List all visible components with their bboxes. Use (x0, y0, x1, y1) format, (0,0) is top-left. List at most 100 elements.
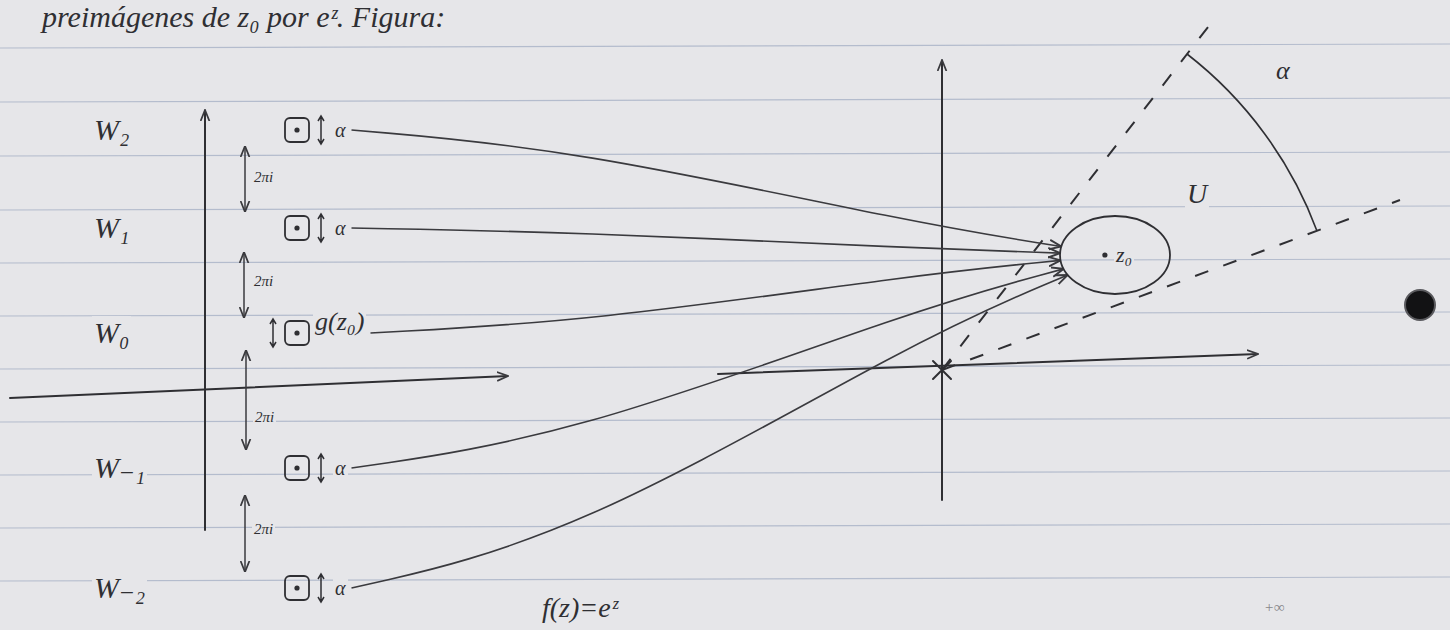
neighborhood-node: z₀ (1058, 214, 1172, 296)
x-axis (10, 376, 508, 398)
ruled-line (0, 98, 1450, 102)
label-anchor: α (1274, 56, 1292, 86)
spacer (147, 588, 283, 589)
region-label: W₀ (92, 316, 131, 351)
point-square (283, 116, 311, 144)
label-anchor: +∞ (1262, 598, 1287, 616)
ruled-line (0, 312, 1450, 316)
spacer (147, 468, 283, 469)
label-anchor: 2πi (252, 272, 275, 290)
point-dot (294, 465, 299, 470)
sector-rays (942, 18, 1400, 370)
mapping-arrow (352, 228, 1061, 253)
ruled-line (0, 418, 1450, 422)
double-arrow (270, 319, 276, 347)
angle-label: α (333, 217, 348, 240)
point-square (283, 319, 311, 347)
double-arrow (318, 214, 324, 242)
label-anchor: 2πi (253, 408, 276, 426)
size-tick (313, 451, 329, 485)
ruled-line (0, 44, 1450, 48)
mapping-arrow (352, 275, 1068, 588)
mapping-arrow (370, 260, 1060, 333)
double-arrow (318, 574, 324, 602)
function-label: f(z)=eᶻ (540, 592, 619, 624)
period-label: 2πi (253, 409, 276, 426)
dashed-ray (942, 18, 1215, 370)
period-label: 2πi (252, 169, 275, 186)
double-arrow (318, 116, 324, 144)
size-tick (313, 113, 329, 147)
label-anchor: 2πi (252, 520, 275, 538)
double-arrow (245, 350, 247, 450)
size-tick (313, 211, 329, 245)
region-node: W₂ α (92, 108, 348, 152)
label-anchor: f(z)=eᶻ (540, 592, 619, 624)
spacer (131, 333, 263, 334)
region-node: W₀g(z₀) (92, 311, 366, 355)
ruled-line (0, 206, 1450, 210)
period-label: 2πi (252, 521, 275, 538)
point-dot (294, 225, 299, 230)
mapping-arrow (352, 130, 1062, 246)
ruled-line (0, 524, 1450, 528)
point-square (283, 454, 311, 482)
spacer (131, 228, 283, 229)
note: +∞ (1262, 599, 1287, 616)
region-node: W₋₁ α (92, 446, 348, 490)
double-arrow (243, 252, 245, 318)
set-label: U (1185, 178, 1209, 210)
point-square (283, 574, 311, 602)
heading-anchor: preimágenes de z₀ por eᶻ. Figura: (40, 0, 447, 35)
region-label: W₁ (92, 211, 131, 246)
mapping-arrow (352, 269, 1064, 468)
ruled-line (0, 152, 1450, 156)
angle-label: α (1274, 56, 1292, 86)
angle-label: α (333, 119, 348, 142)
label-anchor: U (1185, 178, 1209, 210)
ruled-line (0, 577, 1450, 581)
square-outline (285, 576, 309, 600)
double-arrow (244, 495, 246, 572)
y-axis (204, 110, 206, 530)
square-outline (285, 216, 309, 240)
period-label: 2πi (252, 273, 275, 290)
angle-label: α (333, 457, 348, 480)
region-label: W₋₁ (92, 451, 147, 486)
region-node: W₋₂ α (92, 566, 348, 610)
ruled-line (0, 365, 1450, 369)
x-axis (718, 354, 1258, 374)
period-arrows (244, 146, 246, 572)
neighborhood-ellipse (1060, 216, 1170, 294)
y-axis (941, 60, 943, 500)
region-node: W₁ α (92, 206, 348, 250)
ruled-lines (0, 44, 1450, 581)
point-label: g(z₀) (313, 307, 366, 337)
point-dot (1102, 252, 1107, 257)
label-anchor: 2πi (252, 168, 275, 186)
size-tick (265, 316, 281, 350)
point-label: z₀ (1114, 242, 1134, 267)
punch-hole (1405, 290, 1435, 320)
page-heading: preimágenes de z₀ por eᶻ. Figura: (40, 0, 447, 35)
angle-label: α (333, 577, 348, 600)
axes (10, 60, 1258, 530)
region-label: W₋₂ (92, 571, 147, 606)
point-dot (294, 127, 299, 132)
spacer (131, 130, 283, 131)
point-dot (294, 585, 299, 590)
square-outline (285, 118, 309, 142)
size-tick (313, 571, 329, 605)
point-dot (294, 330, 299, 335)
square-outline (285, 456, 309, 480)
ruled-line (0, 471, 1450, 475)
dashed-ray (942, 200, 1400, 370)
point-square (283, 214, 311, 242)
double-arrow (244, 146, 246, 212)
double-arrow (318, 454, 324, 482)
square-outline (285, 321, 309, 345)
region-label: W₂ (92, 113, 131, 148)
